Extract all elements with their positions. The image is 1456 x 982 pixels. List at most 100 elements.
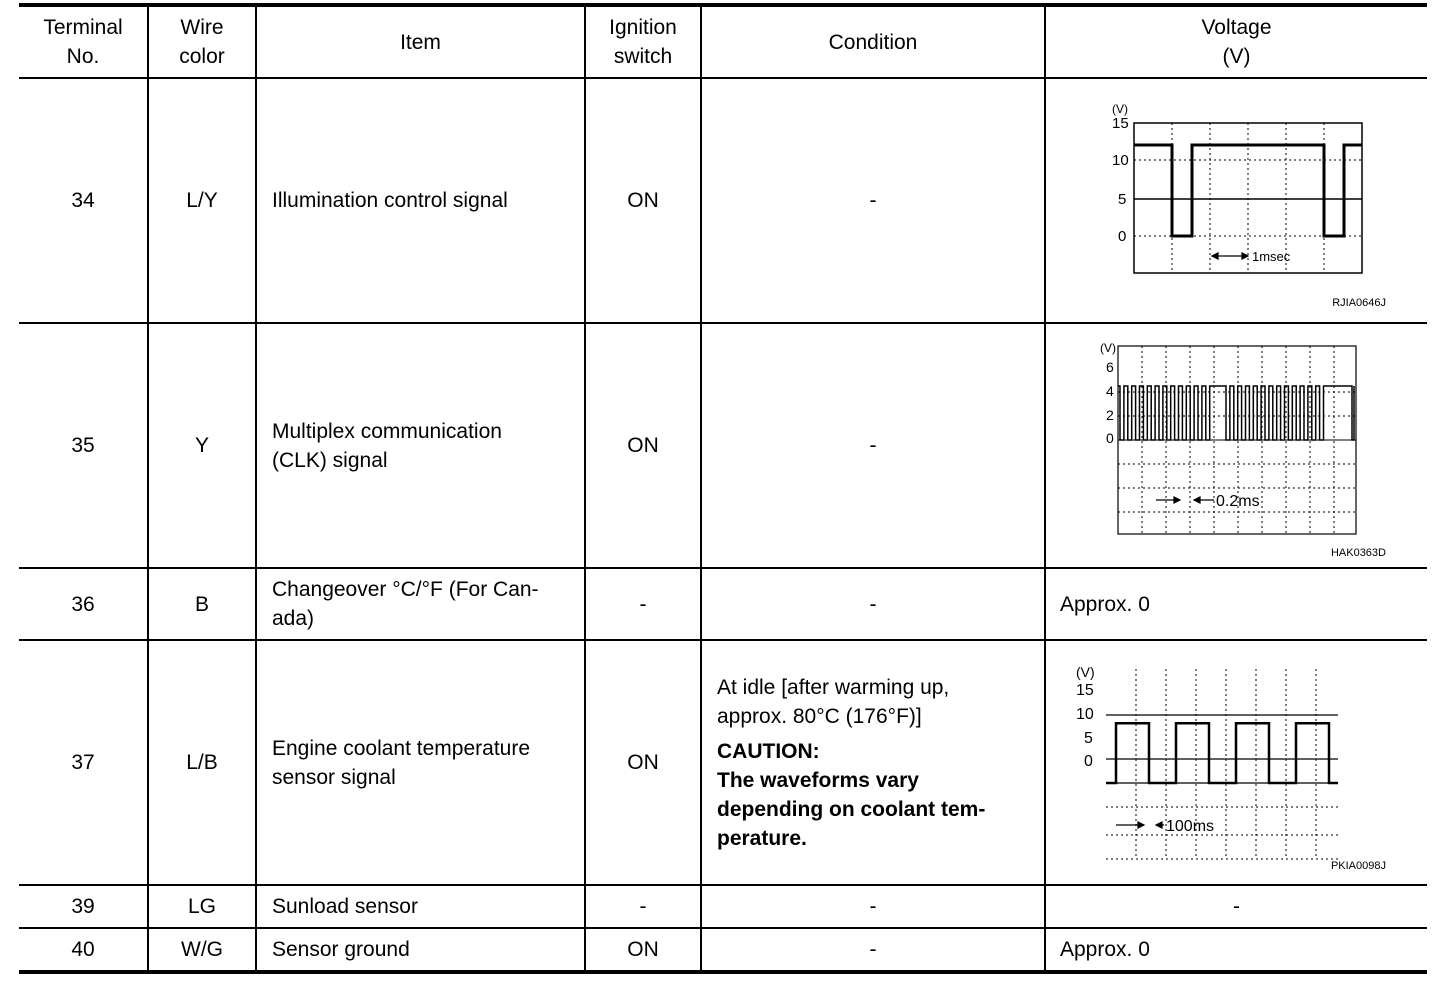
time-scale-label: 100ms	[1166, 818, 1214, 835]
voltage-waveform-cell: (V) 15 10 5 0 1msec RJI	[1044, 77, 1427, 324]
y-tick: 5	[1118, 191, 1126, 208]
time-scale-label: 1msec	[1252, 249, 1291, 264]
y-tick: 0	[1106, 430, 1114, 446]
y-tick: 4	[1106, 383, 1114, 399]
wire-color: LG	[147, 884, 257, 929]
waveform-unit: (V)	[1100, 341, 1116, 355]
header-ignition-switch: Ignition switch	[584, 4, 702, 79]
y-tick: 5	[1084, 730, 1093, 747]
ignition-switch: ON	[584, 927, 702, 973]
y-tick: 2	[1106, 407, 1114, 423]
y-tick: 10	[1076, 706, 1094, 723]
figure-id: RJIA0646J	[1332, 297, 1386, 309]
item-line: Changeover °C/°F (For Can-	[272, 578, 539, 601]
voltage-value: -	[1044, 884, 1427, 929]
y-tick: 15	[1112, 115, 1129, 132]
waveform-trace	[1118, 384, 1355, 441]
table-row: 34 L/Y Illumination control signal ON - …	[19, 77, 1427, 324]
item-line: ada)	[272, 607, 315, 630]
y-tick: 6	[1106, 359, 1114, 375]
voltage-waveform-cell: (V) 15 10 5 0	[1044, 639, 1427, 886]
item-name: Engine coolant temperature sensor signal	[255, 639, 586, 886]
table-row: 36 B Changeover °C/°F (For Can- ada) - -…	[19, 567, 1427, 641]
voltage-waveform-cell: (V) 6 4 2 0	[1044, 322, 1427, 569]
y-tick: 15	[1076, 682, 1094, 699]
time-scale-label: 0.2ms	[1216, 493, 1260, 510]
ignition-switch: -	[584, 884, 702, 929]
header-terminal-line2: No.	[66, 45, 100, 68]
header-voltage-line2: (V)	[1222, 45, 1251, 68]
header-voltage-line1: Voltage	[1201, 16, 1272, 39]
voltage-value: Approx. 0	[1044, 927, 1427, 973]
item-line: sensor signal	[272, 765, 396, 789]
waveform-multiplex-clk: (V) 6 4 2 0	[1100, 341, 1386, 559]
wire-color: L/Y	[147, 77, 257, 324]
y-tick: 10	[1112, 152, 1129, 169]
condition: -	[700, 927, 1046, 973]
condition: -	[700, 884, 1046, 929]
header-terminal-line1: Terminal	[43, 16, 123, 39]
time-scale-arrow	[1156, 495, 1214, 504]
caution-line: perature.	[717, 826, 807, 850]
ignition-switch: -	[584, 567, 702, 641]
header-wire-color: Wire color	[147, 4, 257, 79]
wire-color: Y	[147, 322, 257, 569]
waveform-unit: (V)	[1112, 102, 1128, 116]
waveform-axes	[1106, 713, 1338, 784]
time-scale-arrow	[1210, 251, 1250, 260]
caution-line: depending on coolant tem-	[717, 797, 986, 821]
item-name: Sensor ground	[255, 927, 586, 973]
terminal-number: 36	[19, 567, 149, 641]
ignition-switch: ON	[584, 322, 702, 569]
wire-color: B	[147, 567, 257, 641]
waveform-signal	[1106, 721, 1338, 784]
y-tick: 0	[1084, 753, 1093, 770]
terminal-number: 39	[19, 884, 149, 929]
waveform-unit: (V)	[1076, 664, 1095, 680]
waveform-grid	[1118, 345, 1356, 534]
item-name: Changeover °C/°F (For Can- ada)	[255, 567, 586, 641]
condition-line: At idle [after warming up,	[717, 675, 950, 699]
item-name: Illumination control signal	[255, 77, 586, 324]
wire-color: L/B	[147, 639, 257, 886]
condition: At idle [after warming up, approx. 80°C …	[700, 639, 1046, 886]
header-ignition-line2: switch	[613, 45, 673, 68]
condition: -	[700, 322, 1046, 569]
header-wire-line2: color	[179, 45, 225, 68]
table-row: 39 LG Sunload sensor - - -	[19, 884, 1427, 929]
caution-line: The waveforms vary	[717, 768, 919, 792]
condition: -	[700, 77, 1046, 324]
waveform-signal	[1118, 384, 1355, 441]
terminal-number: 34	[19, 77, 149, 324]
waveform-illumination: (V) 15 10 5 0 1msec RJI	[1112, 102, 1386, 309]
ignition-switch: ON	[584, 77, 702, 324]
header-ignition-line1: Ignition	[609, 16, 677, 39]
ignition-switch: ON	[584, 639, 702, 886]
terminal-spec-table: Terminal No. Wire color Item Ignition sw…	[19, 3, 1427, 974]
voltage-value: Approx. 0	[1044, 567, 1427, 641]
waveform-signal	[1134, 143, 1362, 237]
condition: -	[700, 567, 1046, 641]
table-row: 40 W/G Sensor ground ON - Approx. 0	[19, 927, 1427, 973]
waveform-trace	[1106, 721, 1338, 784]
header-condition: Condition	[700, 4, 1046, 79]
header-item: Item	[255, 4, 586, 79]
caution-heading: CAUTION:	[717, 739, 820, 763]
condition-line: approx. 80°C (176°F)]	[717, 704, 922, 728]
wire-color: W/G	[147, 927, 257, 973]
header-wire-line1: Wire	[180, 16, 224, 39]
item-name: Sunload sensor	[255, 884, 586, 929]
waveform-coolant-temp: (V) 15 10 5 0	[1076, 664, 1386, 872]
item-line: (CLK) signal	[272, 448, 388, 472]
item-name: Multiplex communication (CLK) signal	[255, 322, 586, 569]
figure-id: HAK0363D	[1331, 547, 1386, 559]
table-row: 35 Y Multiplex communication (CLK) signa…	[19, 322, 1427, 569]
waveform-frame	[1133, 121, 1363, 274]
time-scale-arrow	[1116, 820, 1164, 829]
item-line: Engine coolant temperature	[272, 736, 530, 760]
figure-id: PKIA0098J	[1331, 860, 1386, 872]
item-line: Multiplex communication	[272, 419, 502, 443]
waveform-grid	[1106, 668, 1338, 859]
header-row: Terminal No. Wire color Item Ignition sw…	[19, 4, 1427, 79]
terminal-number: 37	[19, 639, 149, 886]
